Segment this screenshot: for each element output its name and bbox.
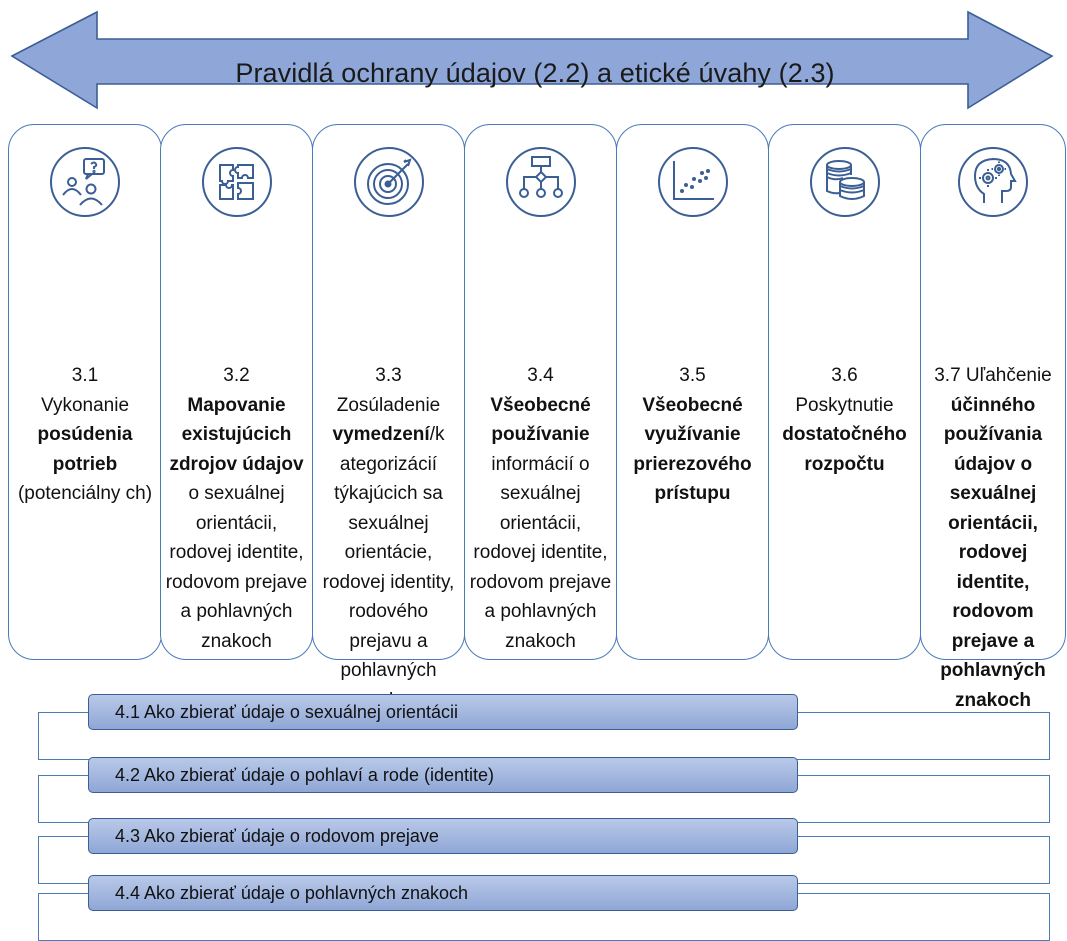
puzzle-icon	[201, 147, 272, 217]
step-text-plain: Poskytnutie	[795, 394, 894, 416]
step-text-plain: Zosúladenie	[336, 394, 441, 416]
coins-icon	[809, 147, 880, 217]
step-text-bold: dostatočného rozpočtu	[782, 424, 907, 475]
head-gears-icon	[958, 147, 1028, 217]
step-text-bold: vymedzení	[332, 424, 430, 445]
step-text: 3.7 Uľahčenie účinného používania údajov…	[925, 361, 1061, 715]
step-number: 3.5	[679, 365, 706, 386]
step-number: 3.1	[71, 365, 99, 386]
step-text-plain: Uľahčenie	[960, 365, 1052, 386]
step-text-bold: posúdenia potrieb	[37, 424, 133, 475]
howto-item: 4.2 Ako zbierať údaje o pohlaví a rode (…	[88, 757, 798, 793]
step-number: 3.7	[934, 365, 961, 386]
step-text-plain: informácií o sexuálnej orientácii, rodov…	[469, 453, 612, 652]
step-number: 3.3	[375, 365, 402, 386]
step-card: 3.7 Uľahčenie účinného používania údajov…	[920, 124, 1066, 711]
flowchart-icon	[505, 147, 576, 217]
step-text-plain: o sexuálnej orientácii, rodovej identite…	[165, 483, 308, 652]
howto-item: 4.3 Ako zbierať údaje o rodovom prejave	[88, 818, 798, 854]
howto-item: 4.4 Ako zbierať údaje o pohlavných znako…	[88, 875, 798, 911]
step-number: 3.2	[223, 365, 250, 386]
step-text-bold: Všeobecné používanie	[490, 394, 591, 446]
people-question-icon	[50, 147, 120, 217]
step-number: 3.4	[527, 365, 554, 386]
scatter-chart-icon	[657, 147, 728, 217]
banner-title: Pravidlá ochrany údajov (2.2) a etické ú…	[235, 57, 835, 88]
step-number: 3.6	[831, 365, 858, 386]
step-text-plain: Vykonanie	[40, 394, 130, 416]
howto-item: 4.1 Ako zbierať údaje o sexuálnej orient…	[88, 694, 798, 730]
step-text-bold: Všeobecné využívanie prierezového prístu…	[633, 394, 752, 505]
target-icon	[353, 147, 424, 217]
double-arrow-shape	[10, 10, 1054, 110]
step-text-bold: Mapovanie existujúcich zdrojov údajov	[169, 394, 304, 475]
step-text-bold: účinného používania údajov o sexuálnej o…	[940, 394, 1046, 711]
step-text-plain: (potenciálny ch)	[17, 483, 153, 504]
banner-arrow	[10, 10, 1054, 110]
step-text-plain: /k ategorizácií týkajúcich sa sexuálnej …	[322, 424, 455, 711]
